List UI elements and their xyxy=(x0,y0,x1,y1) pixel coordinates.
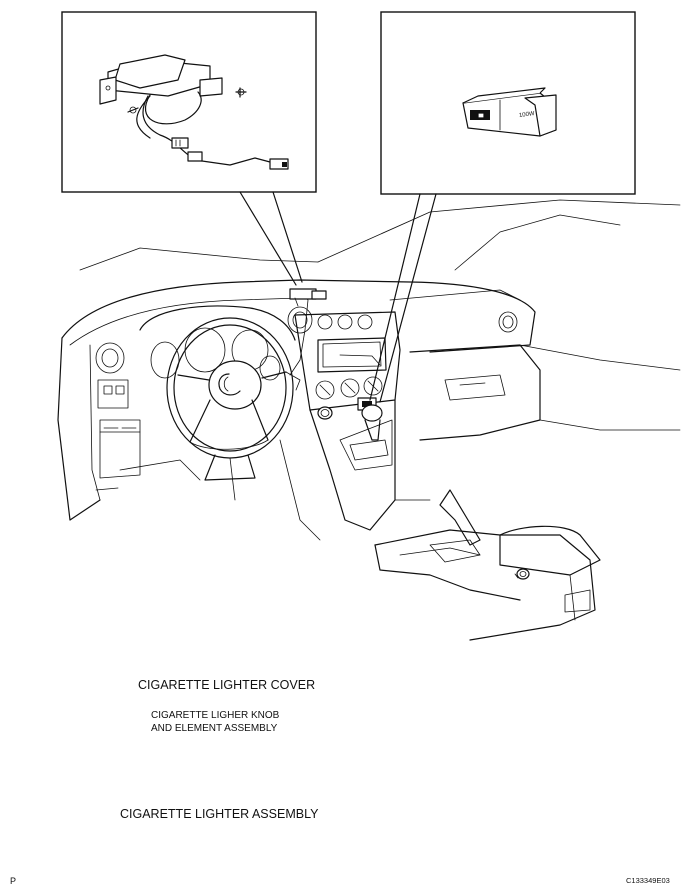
wire-harness-icon xyxy=(99,54,289,170)
label-knob-element-assembly: CIGARETTE LIGHER KNOB AND ELEMENT ASSEMB… xyxy=(151,709,279,735)
figure-code: C133349E03 xyxy=(626,876,670,885)
label-knob-line1: CIGARETTE LIGHER KNOB xyxy=(151,710,280,721)
steering-wheel-icon xyxy=(166,317,294,459)
label-cigarette-lighter-cover: CIGARETTE LIGHTER COVER xyxy=(138,678,316,692)
car-interior xyxy=(57,199,681,541)
label-knob-line2: AND ELEMENT ASSEMBLY xyxy=(151,723,278,734)
rear-console xyxy=(374,489,601,641)
label-cigarette-lighter-assembly: CIGARETTE LIGHTER ASSEMBLY xyxy=(120,807,319,821)
corner-marker: P xyxy=(10,876,17,886)
gear-shifter-icon xyxy=(349,404,389,461)
power-outlet-icon xyxy=(462,87,557,137)
